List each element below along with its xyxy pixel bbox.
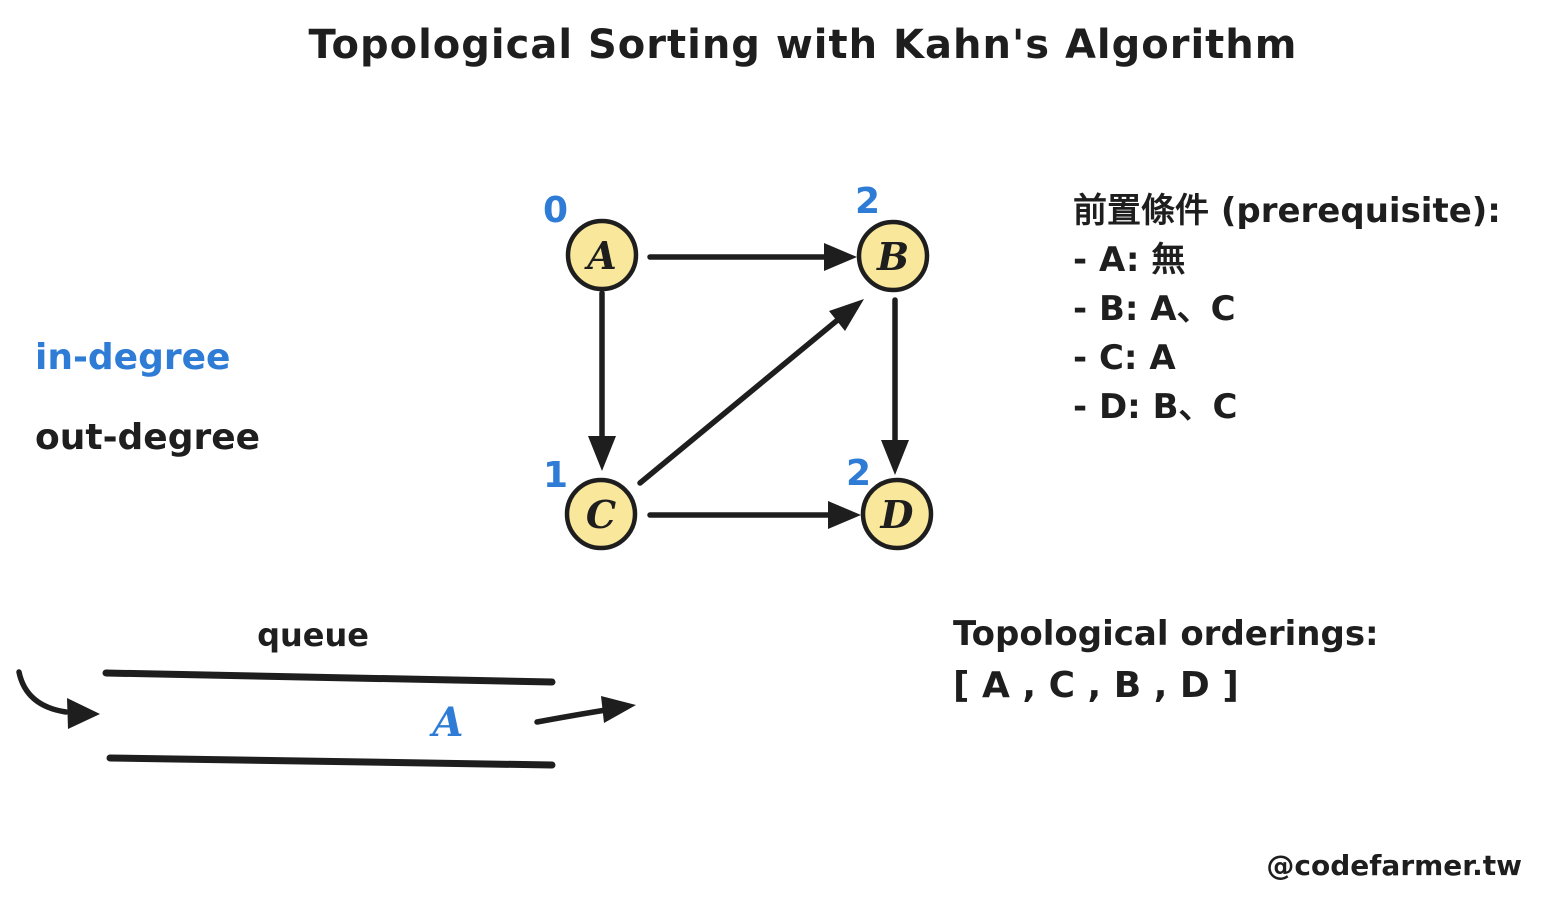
out-degree-label: out-degree: [35, 417, 260, 458]
arrowhead-icon: [824, 243, 857, 271]
graph-node-c: C 1: [543, 455, 638, 551]
node-label: A: [584, 233, 616, 278]
graph-node-b: B 2: [855, 181, 930, 293]
node-label: D: [880, 492, 914, 537]
orderings-value: [ A , C , B , D ]: [953, 665, 1239, 706]
node-circle: [856, 219, 930, 293]
node-circle: [564, 477, 638, 551]
queue-item-a: A: [428, 699, 463, 746]
orderings-block: Topological orderings: [ A , C , B , D ]: [953, 614, 1379, 706]
arrowhead-icon: [829, 299, 864, 331]
graph-node-d: D 2: [846, 453, 934, 551]
in-degree-value-d: 2: [846, 453, 871, 494]
prerequisite-item-a: - A: 無: [1073, 240, 1185, 280]
edge-a-to-c: [588, 290, 616, 471]
queue-top-line: [102, 669, 556, 686]
in-degree-value-b: 2: [855, 181, 880, 222]
queue-bottom-line: [106, 754, 556, 769]
node-label: C: [586, 492, 616, 537]
prerequisite-item-b: - B: A、C: [1073, 289, 1236, 329]
prerequisite-item-c: - C: A: [1073, 338, 1176, 378]
arrowhead-icon: [601, 696, 636, 723]
arrow-shaft: [534, 707, 609, 725]
node-circle: [565, 218, 639, 292]
edge-a-to-b: [647, 243, 857, 271]
prerequisites-block: 前置條件 (prerequisite): - A: 無 - B: A、C - C…: [1073, 191, 1501, 427]
edge-c-to-b: [637, 299, 864, 486]
arrowhead-icon: [881, 440, 909, 475]
enqueue-arrow-icon: [16, 669, 100, 729]
queue-block: queue A: [16, 616, 636, 769]
orderings-heading: Topological orderings:: [953, 614, 1379, 654]
queue-label: queue: [257, 616, 369, 654]
edge-line: [637, 315, 843, 486]
node-label: B: [876, 234, 909, 279]
watermark: @codefarmer.tw: [1266, 849, 1522, 882]
graph-node-a: A 0: [543, 190, 639, 292]
edge-b-to-d: [881, 297, 909, 475]
arrowhead-icon: [588, 436, 616, 471]
prerequisite-item-d: - D: B、C: [1073, 387, 1237, 427]
node-circle: [860, 477, 934, 551]
arrowhead-icon: [828, 501, 861, 529]
edge-c-to-d: [647, 501, 861, 529]
in-degree-value-a: 0: [543, 190, 568, 231]
in-degree-label: in-degree: [35, 337, 230, 378]
arrow-shaft: [16, 669, 69, 715]
prerequisites-heading: 前置條件 (prerequisite):: [1073, 191, 1501, 231]
arrowhead-icon: [67, 698, 100, 729]
page-title: Topological Sorting with Kahn's Algorith…: [309, 22, 1298, 68]
in-degree-value-c: 1: [543, 455, 568, 496]
dequeue-arrow-icon: [534, 696, 636, 725]
